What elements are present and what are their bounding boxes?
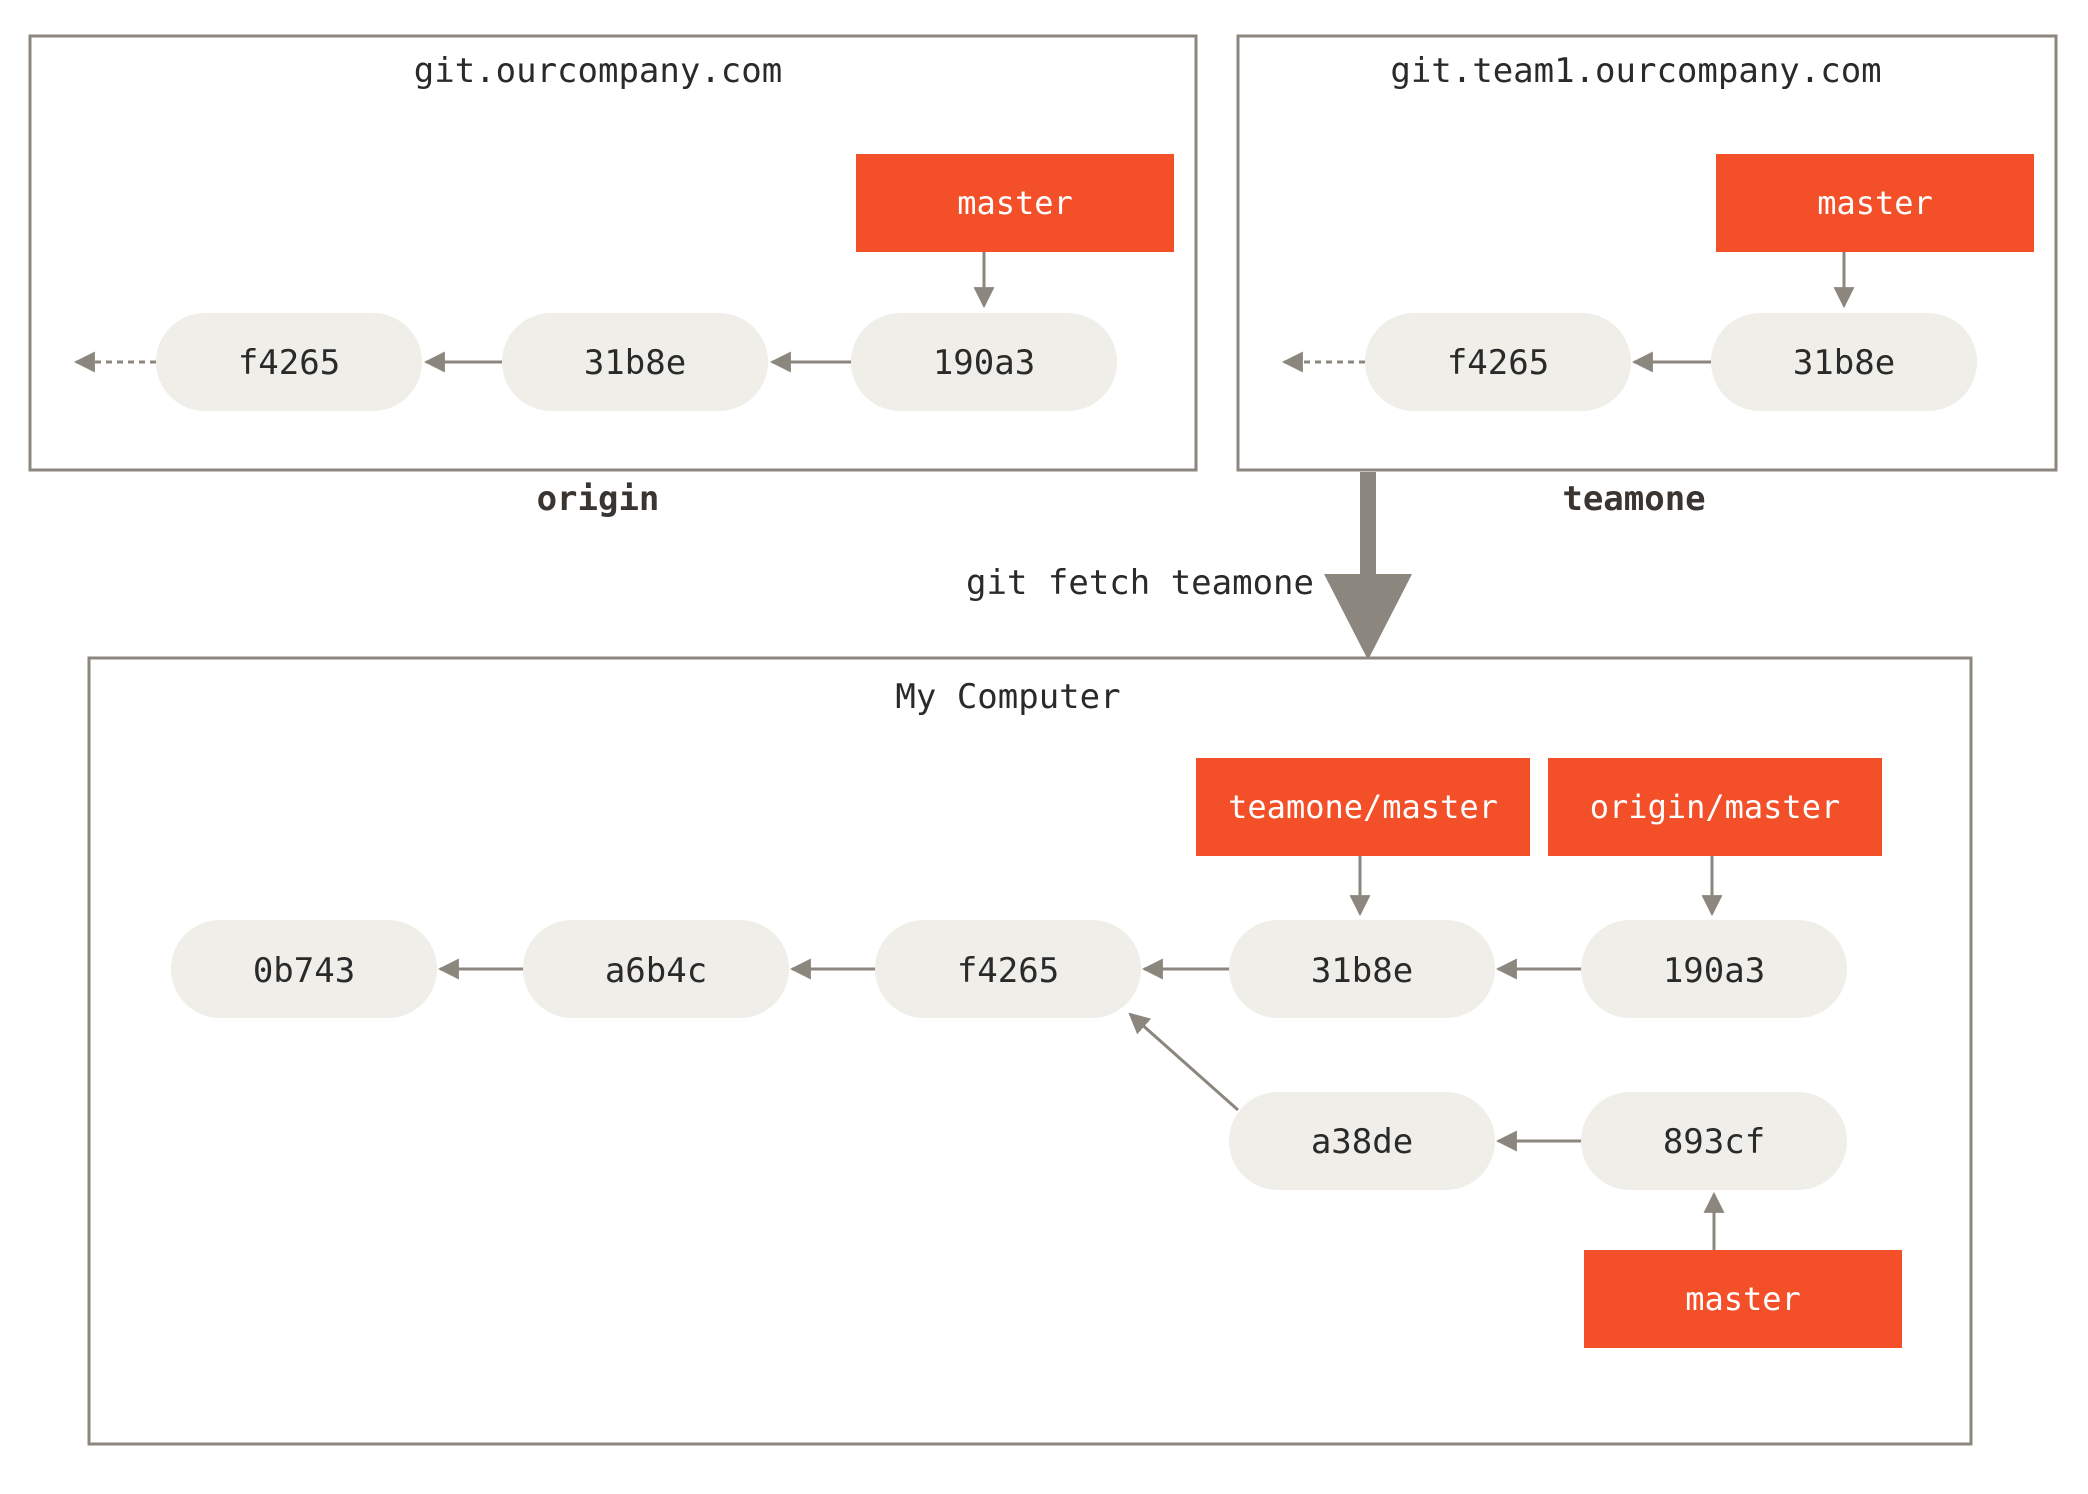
- origin-branch-master: master: [856, 154, 1174, 252]
- branch-origin-master-box: [1548, 758, 1882, 856]
- fetch-command-label: git fetch teamone: [966, 563, 1314, 603]
- teamone-host-label: git.team1.ourcompany.com: [1390, 51, 1881, 91]
- local-commit-label: a38de: [1311, 1122, 1413, 1162]
- branch-teamone-master-label: teamone/master: [1228, 788, 1498, 826]
- local-commit: 190a3: [1581, 920, 1847, 1018]
- local-commit-label: 0b743: [253, 951, 355, 991]
- origin-branch-master-box: [856, 154, 1174, 252]
- branch-teamone-master-box: [1196, 758, 1530, 856]
- branch-local-master: master: [1584, 1250, 1902, 1348]
- teamone-remote-name: teamone: [1562, 479, 1705, 519]
- local-commit: 893cf: [1581, 1092, 1847, 1190]
- origin-commit-label: 190a3: [933, 343, 1035, 383]
- branch-local-master-box: [1584, 1250, 1902, 1348]
- local-title: My Computer: [895, 677, 1120, 717]
- origin-commit-label: f4265: [238, 343, 340, 383]
- teamone-branch-master: master: [1716, 154, 2034, 252]
- local-commit-label: 190a3: [1663, 951, 1765, 991]
- branch-local-master-label: master: [1685, 1280, 1801, 1318]
- origin-commit: 190a3: [851, 313, 1117, 411]
- origin-commit-label: 31b8e: [584, 343, 686, 383]
- origin-host-label: git.ourcompany.com: [414, 51, 782, 91]
- local-commit: a38de: [1229, 1092, 1495, 1190]
- teamone-branch-master-label: master: [1817, 184, 1933, 222]
- local-commit: 0b743: [171, 920, 437, 1018]
- teamone-server: git.team1.ourcompany.com master f4265 31…: [1236, 34, 2058, 472]
- local-commit-label: f4265: [957, 951, 1059, 991]
- origin-branch-master-label: master: [957, 184, 1073, 222]
- branch-origin-master: origin/master: [1548, 758, 1882, 856]
- teamone-commit-label: 31b8e: [1793, 343, 1895, 383]
- origin-commit: f4265: [156, 313, 422, 411]
- teamone-commit-label: f4265: [1447, 343, 1549, 383]
- local-commit-label: 31b8e: [1311, 951, 1413, 991]
- origin-commit: 31b8e: [502, 313, 768, 411]
- fetch-arrow: [1324, 472, 1412, 660]
- local-commit: 31b8e: [1229, 920, 1495, 1018]
- origin-server: git.ourcompany.com master f4265 31b8e 19…: [28, 34, 1198, 472]
- teamone-branch-master-box: [1716, 154, 2034, 252]
- teamone-commit: 31b8e: [1711, 313, 1977, 411]
- local-commit-label: 893cf: [1663, 1122, 1765, 1162]
- local-commit: f4265: [875, 920, 1141, 1018]
- branch-teamone-master: teamone/master: [1196, 758, 1530, 856]
- parent-arrow: [1128, 1012, 1239, 1112]
- teamone-commit: f4265: [1365, 313, 1631, 411]
- local-commit-label: a6b4c: [605, 951, 707, 991]
- local-commit: a6b4c: [523, 920, 789, 1018]
- branch-origin-master-label: origin/master: [1590, 788, 1840, 826]
- local-computer: My Computer teamone/master origin/master…: [87, 656, 1973, 1446]
- origin-remote-name: origin: [537, 479, 660, 519]
